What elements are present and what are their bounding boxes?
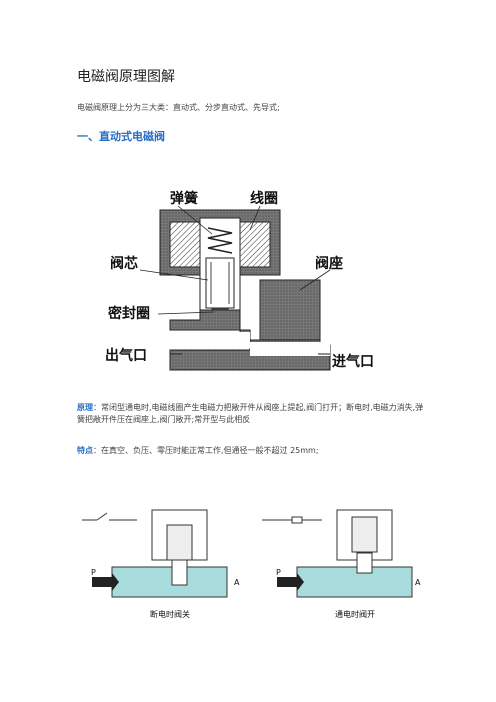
port-p-left: P: [91, 568, 96, 577]
caption-open: 通电时阀开: [335, 609, 375, 619]
caption-closed: 断电时阀关: [150, 609, 190, 619]
label-inlet: 进气口: [332, 353, 374, 370]
label-coil: 线圈: [250, 190, 278, 207]
label-seat: 阀座: [315, 255, 343, 272]
principle-paragraph: 原理：常闭型通电时,电磁线圈产生电磁力把敞开件从阀座上提起,阀门打开；断电时,电…: [77, 402, 427, 426]
principle-label: 原理: [77, 403, 93, 412]
valve-open: [262, 509, 413, 598]
section-heading-direct-acting: 一、直动式电磁阀: [77, 130, 165, 143]
coil-left: [169, 221, 201, 268]
coil-right: [239, 221, 271, 268]
plunger: [205, 257, 235, 309]
label-outlet: 出气口: [105, 347, 147, 364]
label-spring: 弹簧: [170, 190, 198, 207]
direct-acting-valve-diagram: 弹簧 线圈 阀芯 阀座 密封圈 出气口 进气口: [105, 190, 374, 371]
label-seal: 密封圈: [107, 305, 150, 322]
features-text: ：在真空、负压、零压时能正常工作,但通径一般不超过 25mm;: [93, 446, 319, 455]
valve-closed: [82, 509, 228, 598]
features-label: 特点: [77, 446, 93, 455]
principle-text: ：常闭型通电时,电磁线圈产生电磁力把敞开件从阀座上提起,阀门打开；断电时,电磁力…: [77, 403, 424, 424]
valve-state-diagram: P A 断电时阀关 P A 通电时阀开: [82, 509, 421, 619]
spring-icon: [207, 227, 233, 254]
port-a-right: A: [415, 578, 421, 587]
port-a-left: A: [234, 578, 240, 587]
port-p-right: P: [276, 568, 281, 577]
page-title: 电磁阀原理图解: [77, 69, 175, 85]
intro-text: 电磁阀原理上分为三大类：直动式、分步直动式、先导式;: [77, 103, 280, 112]
valve-seat-block: [259, 279, 321, 341]
features-paragraph: 特点：在真空、负压、零压时能正常工作,但通径一般不超过 25mm;: [77, 445, 427, 457]
label-plunger: 阀芯: [110, 255, 138, 272]
